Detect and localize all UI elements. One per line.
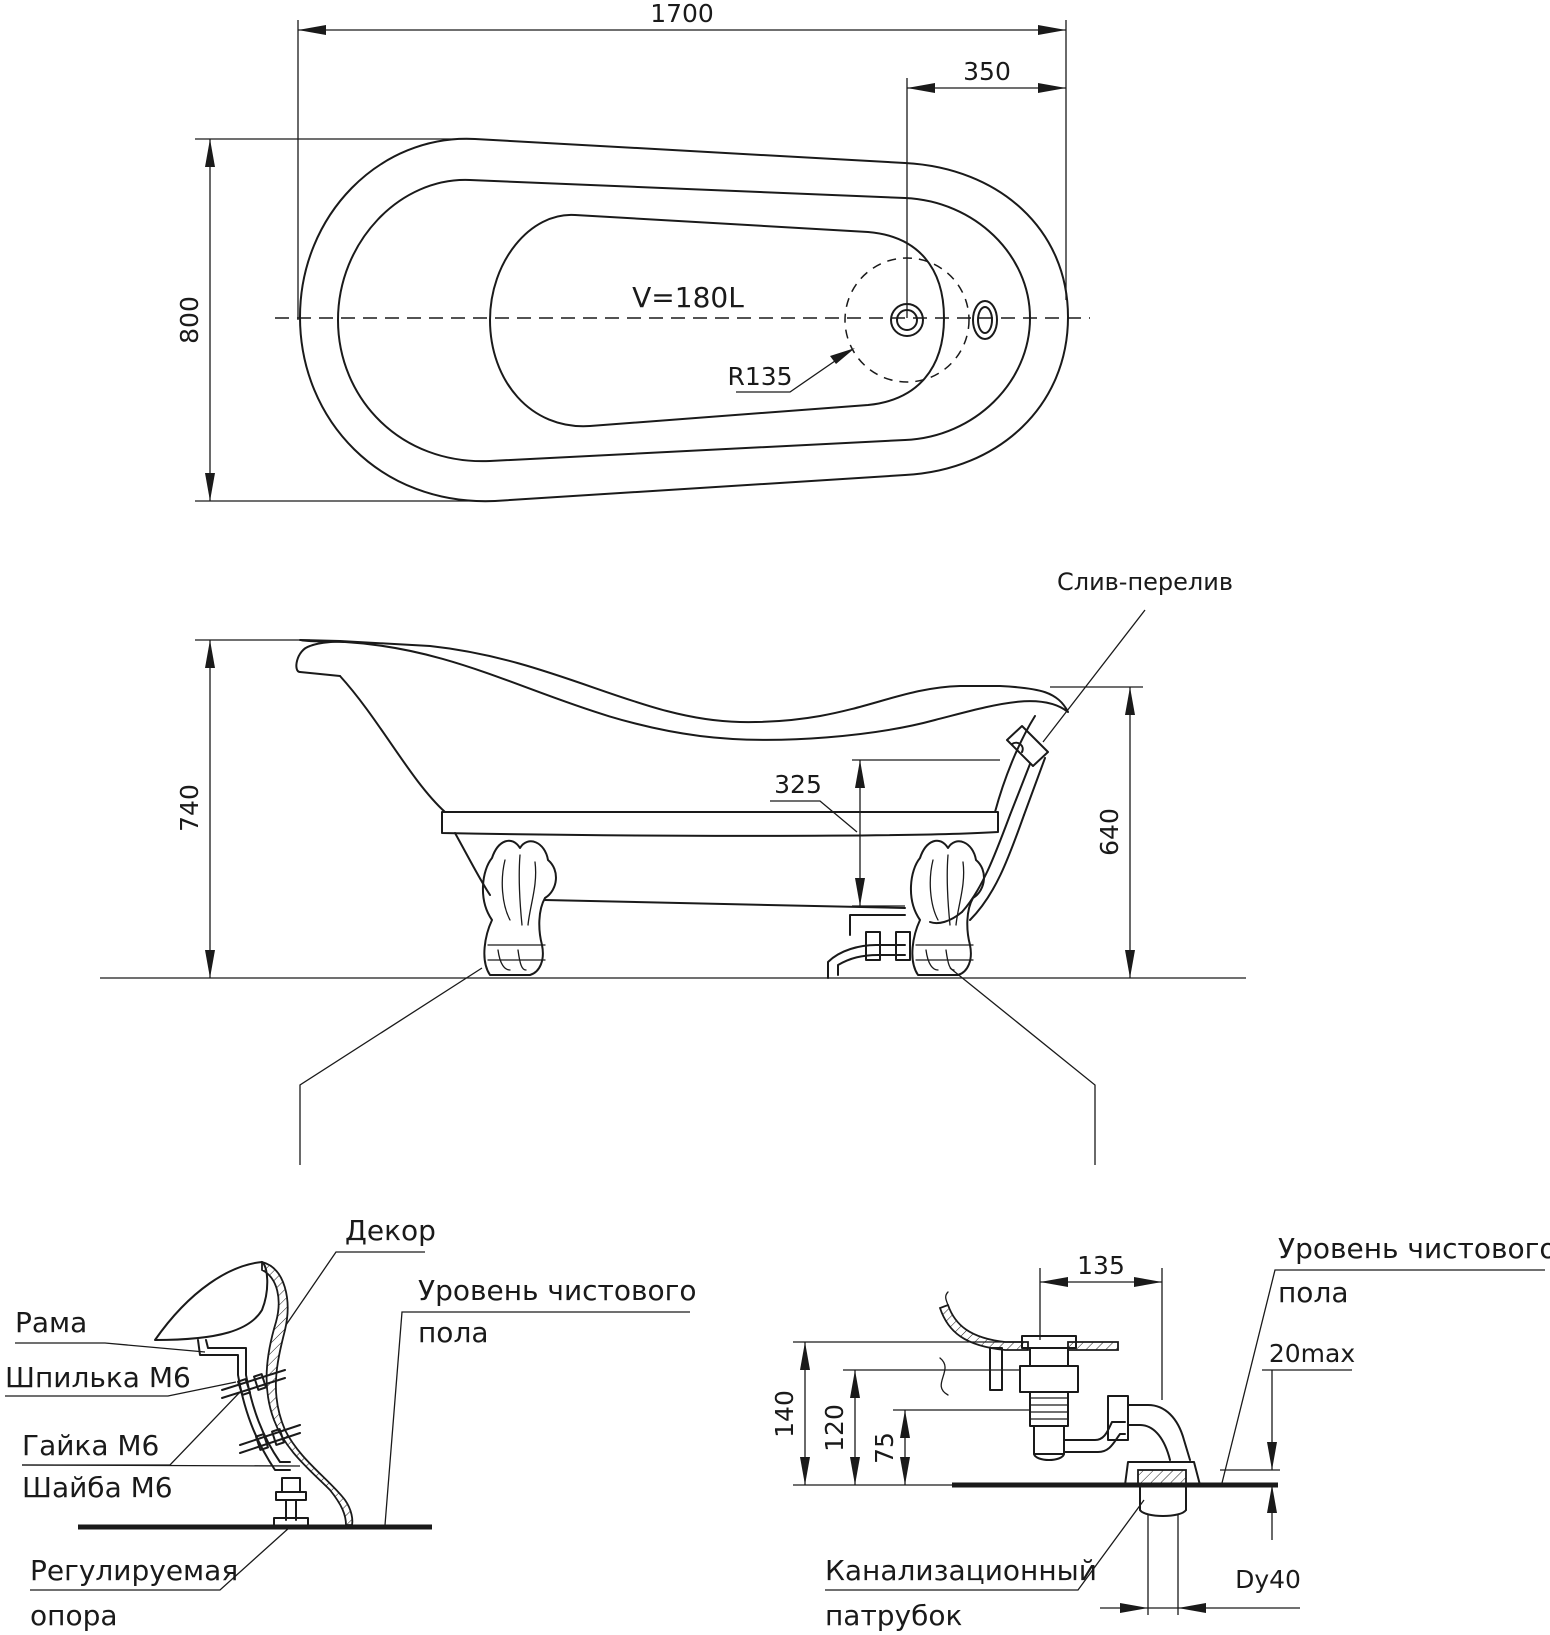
siphon-pipe (1063, 1395, 1191, 1461)
dim-325: 325 (774, 770, 822, 799)
dim-740: 740 (175, 784, 204, 832)
top-view: 1700 350 800 V=180L R135 (175, 0, 1090, 503)
dim-135: 135 (1077, 1251, 1125, 1280)
nut-label: Гайка М6 (22, 1429, 159, 1462)
support-label-line2: опора (30, 1599, 118, 1632)
dim-140: 140 (770, 1390, 799, 1438)
drain-radius-circle (844, 257, 970, 383)
sewer-label-line2: патрубок (825, 1599, 962, 1632)
leg-floor-level-line2: пола (418, 1316, 489, 1349)
decor-label: Декор (345, 1214, 436, 1247)
dim-20max: 20max (1269, 1339, 1355, 1368)
volume-label: V=180L (632, 281, 744, 314)
overflow-leader (1042, 609, 1146, 743)
support-label-line1: Регулируемая (30, 1554, 238, 1587)
stud-top (221, 1369, 286, 1399)
radius-leader (736, 351, 849, 393)
drain-floor-level-line1: Уровень чистового (1278, 1232, 1550, 1265)
side-view: 740 640 325 Слив-перелив (100, 568, 1246, 1165)
drain-outer (890, 303, 924, 337)
dim-120: 120 (820, 1404, 849, 1452)
frame-label: Рама (15, 1306, 87, 1339)
overflow-outer (972, 300, 998, 340)
leg-detail: Декор Уровень чистового пола Рама Шпильк… (5, 1214, 696, 1632)
drain-siphon (827, 914, 911, 979)
sewer-pipe (1139, 1484, 1187, 1615)
dim-1700: 1700 (650, 0, 714, 28)
bathtub-rim-head (295, 640, 346, 673)
sewer-label-line1: Канализационный (825, 1554, 1097, 1587)
dim-350: 350 (963, 57, 1011, 86)
stud-label: Шпилька М6 (5, 1361, 191, 1394)
overflow-connection (989, 1347, 1003, 1391)
leg-frame (197, 1339, 291, 1471)
washer-label: Шайба М6 (22, 1471, 173, 1504)
drain-detail: 135 140 120 75 Уровень чистового пола 20… (770, 1232, 1550, 1632)
dim-640: 640 (1095, 808, 1124, 856)
pipe-size-label: Dy40 (1235, 1565, 1301, 1594)
claw-foot-left (481, 839, 557, 976)
leg-decor-shell (261, 1260, 354, 1526)
radius-label: R135 (727, 362, 792, 391)
overflow-label: Слив-перелив (1057, 568, 1233, 596)
drain-fitting (1019, 1335, 1079, 1461)
bathtub-body (339, 675, 446, 813)
claw-foot-right (909, 839, 985, 976)
bathtub-side-shell (299, 639, 1069, 741)
tub-bottom-shell (938, 1303, 1029, 1351)
drain-inner (896, 309, 918, 331)
leg-floor-level-line1: Уровень чистового (418, 1274, 696, 1307)
overflow-inner (977, 306, 993, 334)
leg-decor-bowl (154, 1261, 269, 1341)
drain-detail-leader (949, 967, 1096, 1165)
leg-detail-leader (299, 967, 483, 1165)
stud-bottom (239, 1424, 301, 1454)
bathtub-inner-basin (489, 213, 945, 428)
dim-800: 800 (175, 296, 204, 344)
dim-75: 75 (870, 1432, 899, 1464)
bathtub-middle-rim (337, 178, 1031, 463)
drain-floor-level-line2: пола (1278, 1276, 1349, 1309)
bathtub-plinth (441, 811, 999, 837)
overflow-pipe (929, 725, 1049, 925)
adjustable-support (273, 1477, 309, 1527)
